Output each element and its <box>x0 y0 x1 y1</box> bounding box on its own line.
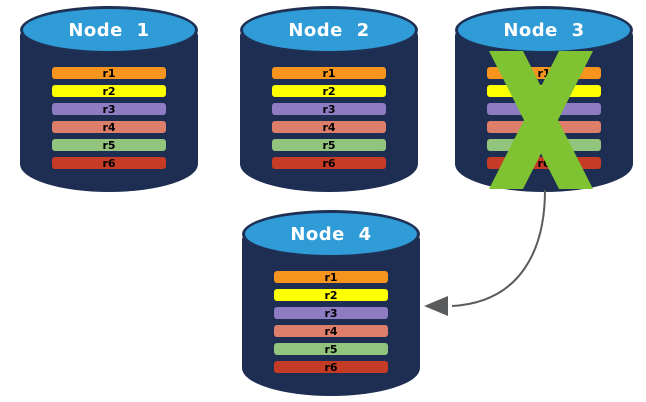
node-4: Node 4 r1 r2 r3 r4 r5 r6 <box>242 210 420 396</box>
node-1-title: Node 1 <box>68 19 150 41</box>
node-1-replica-list: r1 r2 r3 r4 r5 r6 <box>52 67 166 175</box>
node-4-cylinder-top <box>242 210 420 258</box>
replica-bar-r1: r1 <box>274 271 388 283</box>
replica-bar-r4: r4 <box>274 325 388 337</box>
node-2-replica-list: r1 r2 r3 r4 r5 r6 <box>272 67 386 175</box>
replica-bar-r6: r6 <box>274 361 388 373</box>
replica-bar-r6: r6 <box>52 157 166 169</box>
replica-bar-r3: r3 <box>274 307 388 319</box>
node-2: Node 2 r1 r2 r3 r4 r5 r6 <box>240 6 418 192</box>
replica-bar-r6: r6 <box>272 157 386 169</box>
node-3-cylinder-top <box>455 6 633 54</box>
replica-bar-r3: r3 <box>52 103 166 115</box>
node-2-cylinder-top <box>240 6 418 54</box>
replica-bar-r4: r4 <box>52 121 166 133</box>
node-1-cylinder-top <box>20 6 198 54</box>
replica-bar-r2: r2 <box>52 85 166 97</box>
replica-bar-r4: r4 <box>272 121 386 133</box>
failure-x-icon <box>489 51 593 189</box>
replica-bar-r2: r2 <box>274 289 388 301</box>
replica-bar-r1: r1 <box>52 67 166 79</box>
failover-arrowhead-icon <box>424 296 448 316</box>
node-4-replica-list: r1 r2 r3 r4 r5 r6 <box>274 271 388 379</box>
node-1: Node 1 r1 r2 r3 r4 r5 r6 <box>20 6 198 192</box>
replica-bar-r5: r5 <box>52 139 166 151</box>
failover-arrow-line <box>451 189 546 307</box>
replica-bar-r5: r5 <box>274 343 388 355</box>
node-3: Node 3 r1 r2 r3 r4 r5 r6 <box>455 6 633 192</box>
node-4-title: Node 4 <box>290 223 372 245</box>
node-3-title: Node 3 <box>503 19 585 41</box>
replica-bar-r3: r3 <box>272 103 386 115</box>
node-2-title: Node 2 <box>288 19 370 41</box>
replica-bar-r2: r2 <box>272 85 386 97</box>
replica-bar-r5: r5 <box>272 139 386 151</box>
replica-bar-r1: r1 <box>272 67 386 79</box>
